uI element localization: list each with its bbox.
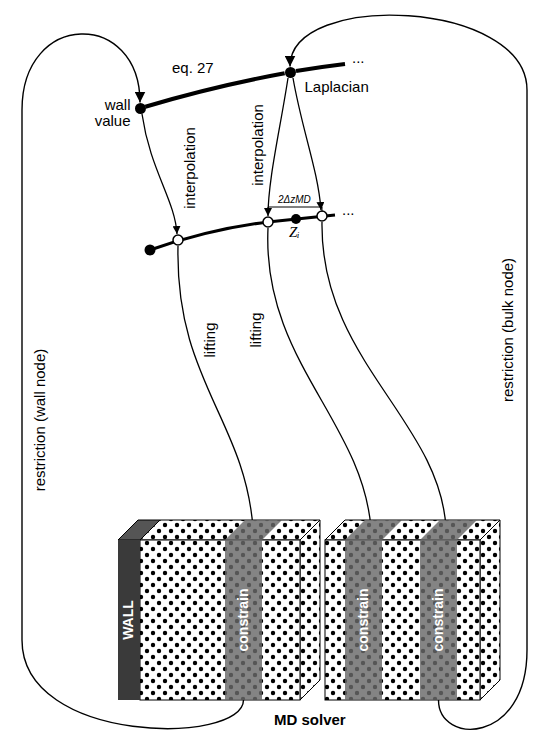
interpolation-arrow (293, 78, 321, 210)
edge-label: restriction (bulk node) (500, 256, 517, 404)
annotation-label: ... (350, 50, 367, 67)
interp-point (263, 217, 273, 227)
node-text: WALL (121, 600, 136, 640)
annotation-label: MD solver (272, 712, 348, 729)
lifting-arrow (178, 246, 253, 528)
annotation-label: 2ΔzMD (276, 194, 313, 205)
annotation-label: lifting (248, 310, 265, 349)
node-text: constrain (356, 588, 371, 651)
fine-curve (150, 215, 335, 250)
wall-top (118, 520, 160, 540)
md-box-top (140, 520, 320, 540)
node-text: constrain (236, 588, 251, 651)
md-box-front (325, 540, 480, 700)
band-top (225, 520, 282, 540)
data-point: Laplacian (285, 67, 296, 78)
data-point: Zᵢ (291, 214, 301, 224)
annotation-label: ... (340, 202, 357, 219)
band-top (420, 520, 477, 540)
coarse-curve (296, 64, 345, 71)
connector (22, 34, 244, 729)
edge-label: eq. 27 (170, 60, 216, 77)
annotation-label: interpolation (250, 102, 267, 188)
node-text: wall value (85, 97, 131, 130)
node-text: constrain (431, 588, 446, 651)
node-text: Laplacian (305, 79, 369, 96)
interpolation-arrow (142, 114, 177, 234)
lifting-arrow (268, 228, 371, 528)
constrain-band: constrain (225, 540, 262, 700)
annotation-label: interpolation (182, 125, 199, 211)
curve-point (145, 245, 156, 256)
lifting-arrow (322, 222, 446, 528)
md-box-side (480, 520, 500, 700)
spacing-bracket (268, 207, 322, 212)
constrain-band: constrain (345, 540, 382, 700)
node-text: Zᵢ (289, 224, 300, 241)
annotation-label: lifting (202, 320, 219, 359)
connector (290, 15, 527, 729)
data-point: wall value (135, 103, 146, 114)
interp-point (317, 211, 327, 221)
band-top (345, 520, 402, 540)
md-box-top (325, 520, 500, 540)
edge-label: restriction (wall node) (32, 347, 49, 494)
interp-point (173, 235, 183, 245)
md-box-side (300, 520, 320, 700)
wall-slab: WALL (118, 540, 140, 700)
md-box-front (140, 540, 300, 700)
constrain-band: constrain (420, 540, 457, 700)
